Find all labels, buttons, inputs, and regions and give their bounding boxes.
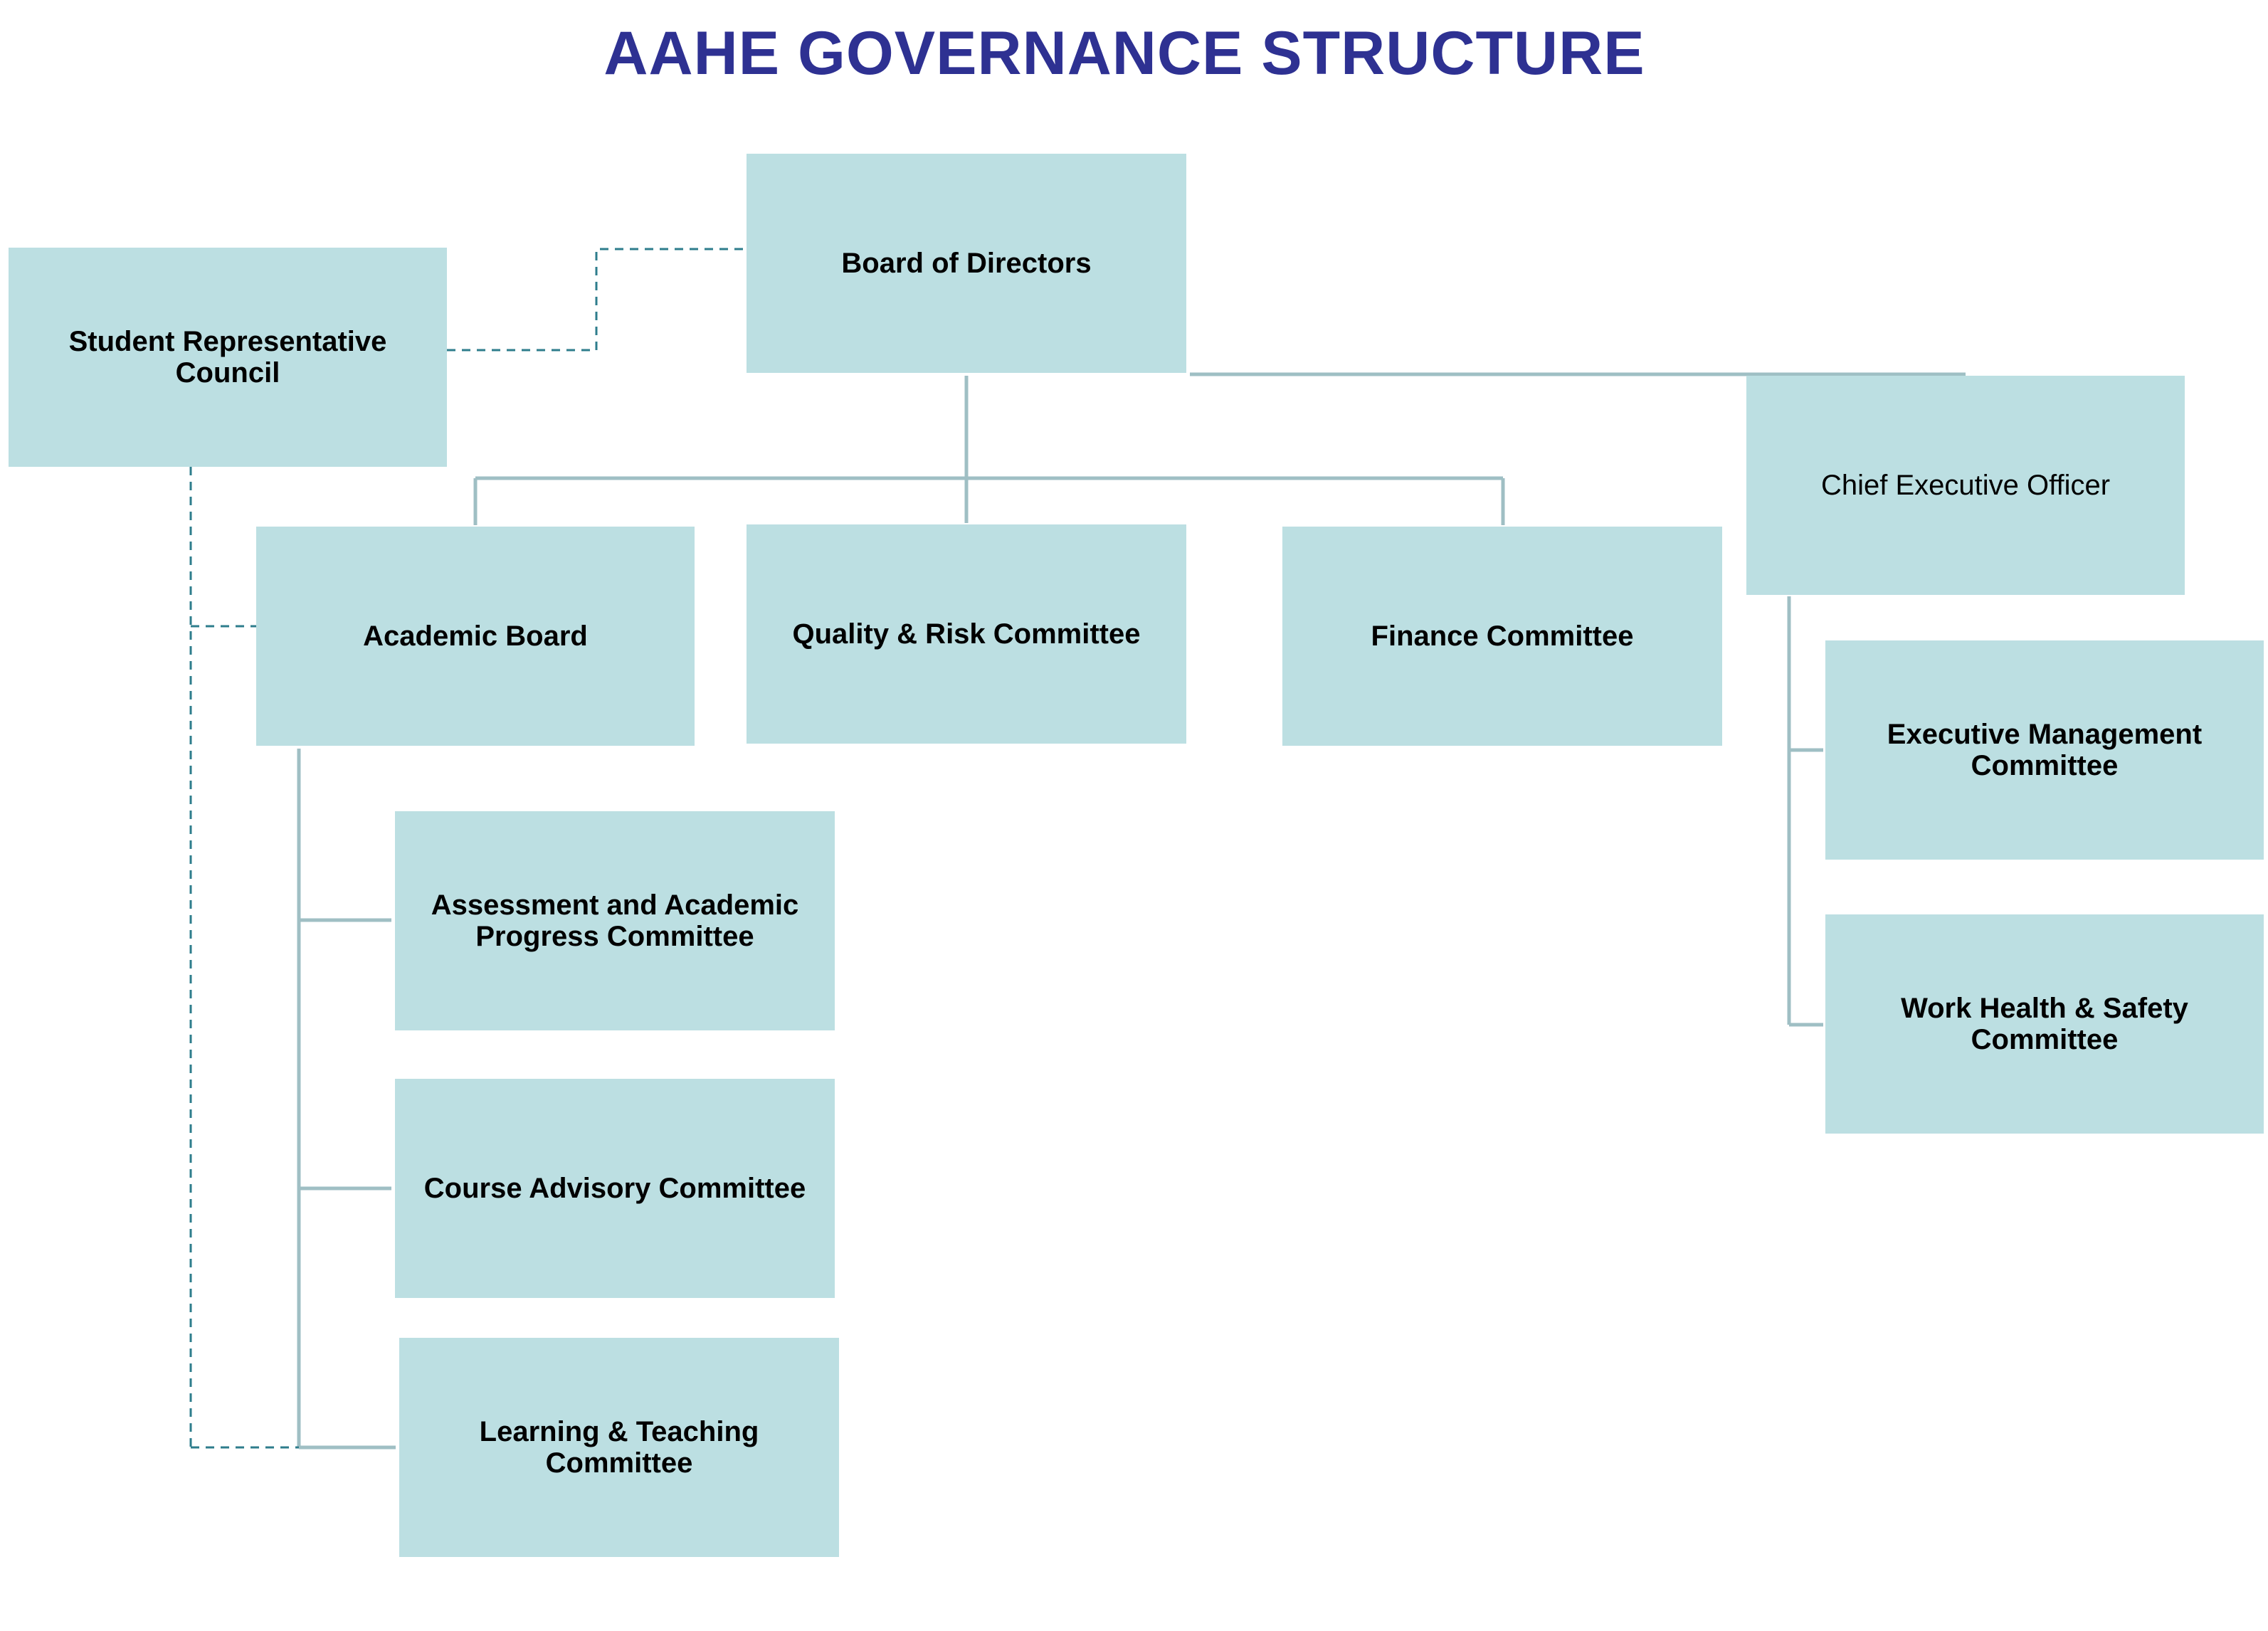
page-title: AAHE GOVERNANCE STRUCTURE: [603, 19, 1645, 88]
src-dotted-links: [189, 248, 746, 1449]
learning-teaching-committee-label: Learning & Teaching Committee: [479, 1416, 759, 1479]
quality-risk-committee-label: Quality & Risk Committee: [792, 618, 1141, 650]
chief-executive-officer-label: Chief Executive Officer: [1820, 470, 2111, 501]
academic-board-label: Academic Board: [363, 621, 588, 652]
board-of-directors-label: Board of Directors: [841, 248, 1092, 279]
course-advisory-committee-box: Course Advisory Committee: [395, 1079, 835, 1298]
student-representative-council-label: Student Representative Council: [68, 326, 387, 389]
academic-board-box: Academic Board: [256, 527, 695, 746]
work-health-safety-committee-box: Work Health & Safety Committee: [1825, 914, 2264, 1134]
learning-teaching-committee-box: Learning & Teaching Committee: [399, 1338, 839, 1557]
board-of-directors-box: Board of Directors: [747, 154, 1186, 373]
executive-management-committee-box: Executive Management Committee: [1825, 640, 2264, 860]
board-to-committees-connector: [473, 376, 1505, 525]
course-advisory-committee-label: Course Advisory Committee: [423, 1173, 806, 1204]
assessment-academic-progress-committee-box: Assessment and Academic Progress Committ…: [395, 811, 835, 1030]
executive-management-committee-label: Executive Management Committee: [1887, 719, 2203, 781]
assessment-academic-progress-committee-label: Assessment and Academic Progress Committ…: [431, 890, 799, 952]
finance-committee-label: Finance Committee: [1371, 621, 1634, 652]
student-representative-council-box: Student Representative Council: [9, 248, 447, 467]
finance-committee-box: Finance Committee: [1282, 527, 1722, 746]
quality-risk-committee-box: Quality & Risk Committee: [747, 524, 1186, 744]
work-health-safety-committee-label: Work Health & Safety Committee: [1901, 993, 2188, 1055]
chief-executive-officer-box: Chief Executive Officer: [1746, 376, 2185, 595]
academic-to-committees-connector: [297, 749, 396, 1450]
ceo-to-committees-connector: [1787, 596, 1823, 1027]
